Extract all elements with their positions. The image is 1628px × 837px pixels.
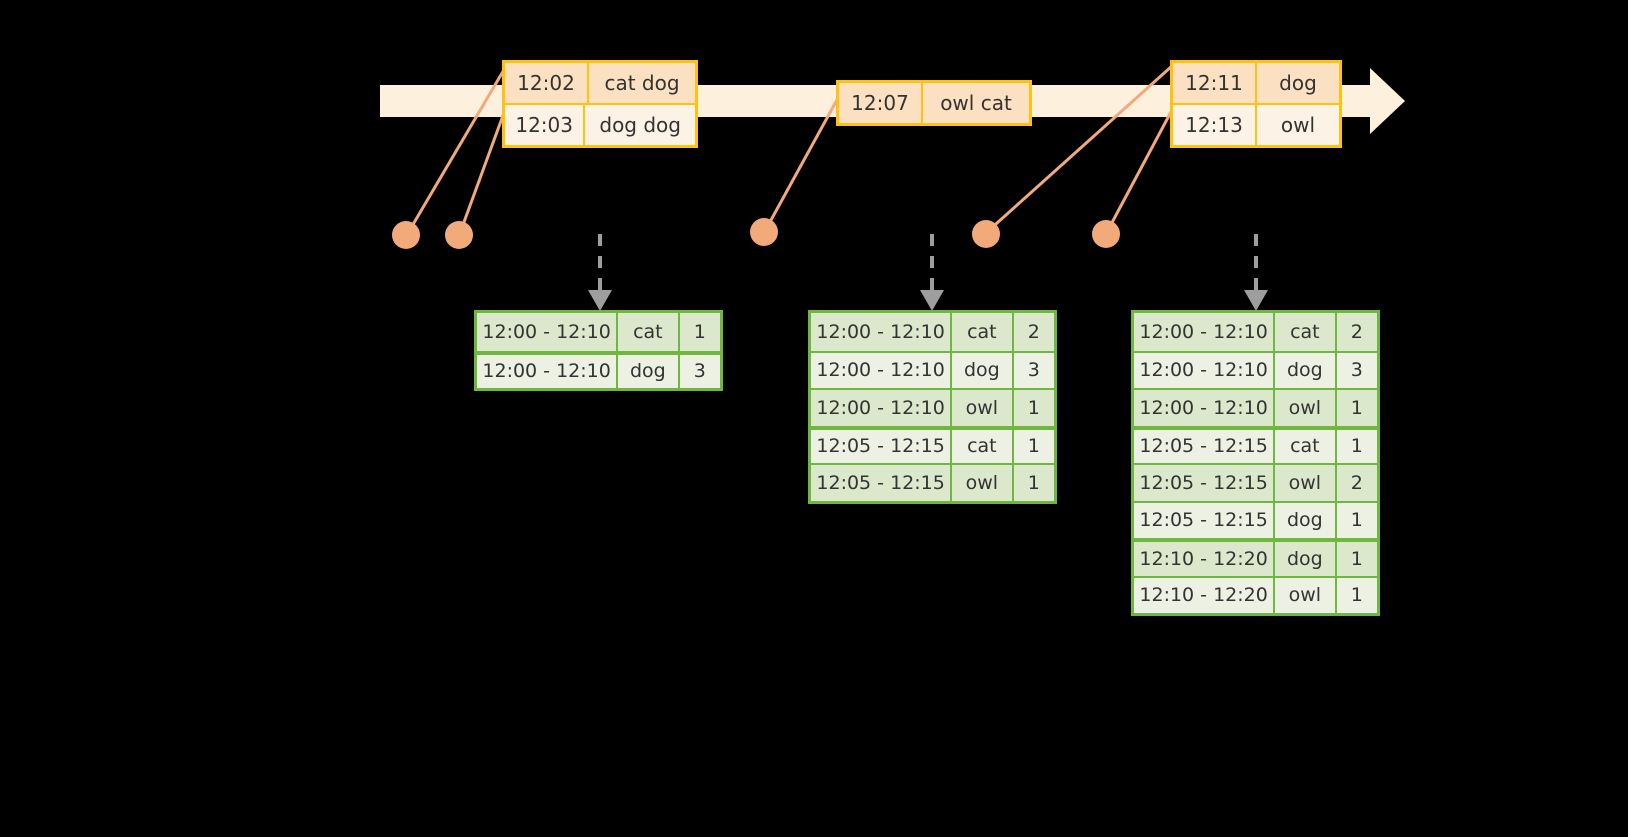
- count-cell: 2: [1350, 320, 1363, 343]
- marker-dots: [392, 218, 1120, 249]
- table-row[interactable]: 12:05 - 12:15 dog 1: [1134, 500, 1377, 538]
- marker-dot-5: [1092, 220, 1120, 248]
- event-row[interactable]: 12:03 dog dog: [505, 103, 695, 145]
- window-cell: 12:05 - 12:15: [1134, 465, 1276, 501]
- result-table-1[interactable]: 12:00 - 12:10 cat 1 12:00 - 12:10 dog 3: [474, 310, 723, 391]
- key-cell: cat: [952, 429, 1014, 463]
- key-cell: cat: [952, 313, 1014, 351]
- count-cell: 3: [693, 360, 706, 383]
- connector-line-5: [1105, 109, 1174, 233]
- key-cell: dog: [1275, 542, 1337, 576]
- event-time: 12:07: [839, 83, 923, 123]
- event-time: 12:11: [1173, 63, 1257, 103]
- table-row[interactable]: 12:00 - 12:10 cat 2: [1134, 313, 1377, 351]
- count-cell: 1: [1350, 509, 1363, 532]
- emit-arrows: [598, 234, 1258, 292]
- connector-line-1: [406, 67, 507, 234]
- window-cell: 12:00 - 12:10: [811, 390, 953, 426]
- result-table-2[interactable]: 12:00 - 12:10 cat 2 12:00 - 12:10 dog 3 …: [808, 310, 1057, 504]
- key-cell: dog: [952, 352, 1014, 388]
- table-row[interactable]: 12:05 - 12:15 cat 1: [811, 425, 1054, 463]
- count-cell: 1: [1027, 471, 1040, 494]
- emit-arrowheads: [588, 290, 1268, 311]
- count-cell: 1: [693, 320, 706, 343]
- table-row[interactable]: 12:00 - 12:10 owl 1: [811, 388, 1054, 426]
- window-cell: 12:00 - 12:10: [1134, 313, 1276, 351]
- key-cell: dog: [1275, 352, 1337, 388]
- event-group-2[interactable]: 12:07 owl cat: [836, 80, 1032, 126]
- count-cell: 1: [1350, 584, 1363, 607]
- key-cell: cat: [1275, 429, 1337, 463]
- table-row[interactable]: 12:00 - 12:10 dog 3: [477, 350, 720, 388]
- event-payload: dog: [1279, 71, 1317, 95]
- window-cell: 12:10 - 12:20: [1134, 577, 1276, 613]
- key-cell: cat: [1275, 313, 1337, 351]
- marker-dot-1: [392, 221, 420, 249]
- marker-dot-4: [972, 220, 1000, 248]
- count-cell: 2: [1027, 320, 1040, 343]
- window-cell: 12:00 - 12:10: [1134, 352, 1276, 388]
- key-cell: owl: [952, 465, 1014, 501]
- event-payload: owl: [1280, 113, 1316, 137]
- marker-dot-2: [445, 221, 473, 249]
- window-cell: 12:00 - 12:10: [811, 313, 953, 351]
- emit-arrowhead-1: [588, 290, 612, 311]
- count-cell: 1: [1350, 435, 1363, 458]
- window-cell: 12:05 - 12:15: [811, 465, 953, 501]
- key-cell: dog: [618, 354, 680, 388]
- connector-line-3: [763, 97, 840, 232]
- result-table-3[interactable]: 12:00 - 12:10 cat 2 12:00 - 12:10 dog 3 …: [1131, 310, 1380, 616]
- event-group-1[interactable]: 12:02 cat dog 12:03 dog dog: [502, 60, 698, 148]
- window-cell: 12:00 - 12:10: [477, 354, 619, 388]
- event-row[interactable]: 12:02 cat dog: [505, 63, 695, 103]
- count-cell: 1: [1350, 547, 1363, 570]
- event-time: 12:03: [505, 105, 586, 145]
- event-time: 12:13: [1173, 105, 1257, 145]
- table-row[interactable]: 12:00 - 12:10 cat 1: [477, 313, 720, 351]
- event-payload: cat dog: [604, 71, 680, 95]
- count-cell: 3: [1350, 359, 1363, 382]
- event-row[interactable]: 12:11 dog: [1173, 63, 1339, 103]
- table-row[interactable]: 12:00 - 12:10 dog 3: [811, 350, 1054, 388]
- count-cell: 1: [1027, 435, 1040, 458]
- emit-arrowhead-3: [1244, 290, 1268, 311]
- event-time: 12:02: [505, 63, 589, 103]
- key-cell: owl: [1275, 465, 1337, 501]
- table-row[interactable]: 12:00 - 12:10 dog 3: [1134, 350, 1377, 388]
- marker-dot-3: [750, 218, 778, 246]
- window-cell: 12:10 - 12:20: [1134, 542, 1276, 576]
- key-cell: owl: [1275, 577, 1337, 613]
- count-cell: 3: [1027, 359, 1040, 382]
- count-cell: 1: [1350, 396, 1363, 419]
- window-cell: 12:00 - 12:10: [1134, 390, 1276, 426]
- window-cell: 12:00 - 12:10: [477, 313, 619, 351]
- event-payload: dog dog: [599, 113, 681, 137]
- connector-line-2: [458, 109, 507, 234]
- count-cell: 2: [1350, 471, 1363, 494]
- count-cell: 1: [1027, 396, 1040, 419]
- key-cell: cat: [618, 313, 680, 351]
- table-row[interactable]: 12:10 - 12:20 owl 1: [1134, 575, 1377, 613]
- event-row[interactable]: 12:07 owl cat: [839, 83, 1029, 123]
- event-row[interactable]: 12:13 owl: [1173, 103, 1339, 145]
- emit-arrowhead-2: [920, 290, 944, 311]
- table-row[interactable]: 12:00 - 12:10 owl 1: [1134, 388, 1377, 426]
- table-row[interactable]: 12:10 - 12:20 dog 1: [1134, 538, 1377, 576]
- window-cell: 12:05 - 12:15: [1134, 502, 1276, 538]
- window-cell: 12:05 - 12:15: [811, 429, 953, 463]
- window-cell: 12:05 - 12:15: [1134, 429, 1276, 463]
- key-cell: dog: [1275, 502, 1337, 538]
- window-cell: 12:00 - 12:10: [811, 352, 953, 388]
- table-row[interactable]: 12:05 - 12:15 cat 1: [1134, 425, 1377, 463]
- event-payload: owl cat: [940, 91, 1012, 115]
- event-group-3[interactable]: 12:11 dog 12:13 owl: [1170, 60, 1342, 148]
- table-row[interactable]: 12:05 - 12:15 owl 2: [1134, 463, 1377, 501]
- key-cell: owl: [1275, 390, 1337, 426]
- key-cell: owl: [952, 390, 1014, 426]
- table-row[interactable]: 12:00 - 12:10 cat 2: [811, 313, 1054, 351]
- table-row[interactable]: 12:05 - 12:15 owl 1: [811, 463, 1054, 501]
